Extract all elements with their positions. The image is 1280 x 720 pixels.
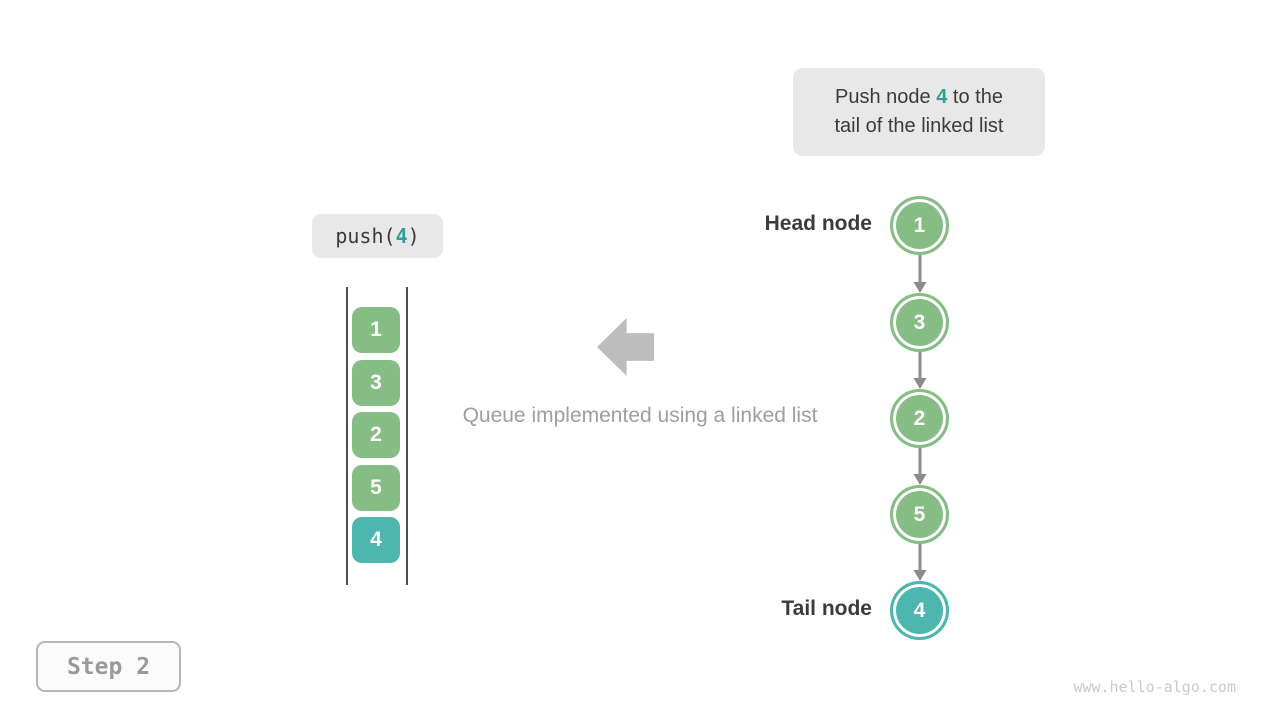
step-badge: Step 2 bbox=[36, 641, 181, 692]
callout-line-1: Push node 4 to the bbox=[835, 83, 1003, 112]
queue-cell: 1 bbox=[352, 307, 400, 353]
queue-cell: 2 bbox=[352, 412, 400, 458]
linked-list-node-head: 1 bbox=[890, 196, 949, 255]
linked-list-node: 3 bbox=[890, 293, 949, 352]
queue-rail-right bbox=[406, 287, 408, 585]
callout-value: 4 bbox=[936, 86, 948, 108]
linked-list-node: 2 bbox=[890, 389, 949, 448]
linked-list-connectors bbox=[913, 252, 927, 581]
push-label-text: ) bbox=[407, 224, 420, 248]
callout-text: to the bbox=[947, 86, 1003, 108]
push-label-text: push( bbox=[335, 224, 396, 248]
site-watermark: www.hello-algo.com bbox=[1073, 678, 1236, 696]
queue-cell-new: 4 bbox=[352, 517, 400, 563]
callout-text: Push node bbox=[835, 86, 937, 108]
push-operation-label: push(4) bbox=[312, 214, 443, 258]
queue-cell: 5 bbox=[352, 465, 400, 511]
queue-cell: 3 bbox=[352, 360, 400, 406]
callout-line-2: tail of the linked list bbox=[834, 115, 1004, 137]
tail-node-label: Tail node bbox=[781, 597, 872, 620]
diagram-caption: Queue implemented using a linked list bbox=[462, 404, 818, 427]
left-block-arrow-icon bbox=[597, 318, 654, 376]
linked-list-node-tail: 4 bbox=[890, 581, 949, 640]
linked-list-node: 5 bbox=[890, 485, 949, 544]
push-label-value: 4 bbox=[395, 224, 408, 248]
head-node-label: Head node bbox=[764, 212, 872, 235]
queue-rail-left bbox=[346, 287, 348, 585]
callout-push-node: Push node 4 to the tail of the linked li… bbox=[793, 68, 1045, 156]
